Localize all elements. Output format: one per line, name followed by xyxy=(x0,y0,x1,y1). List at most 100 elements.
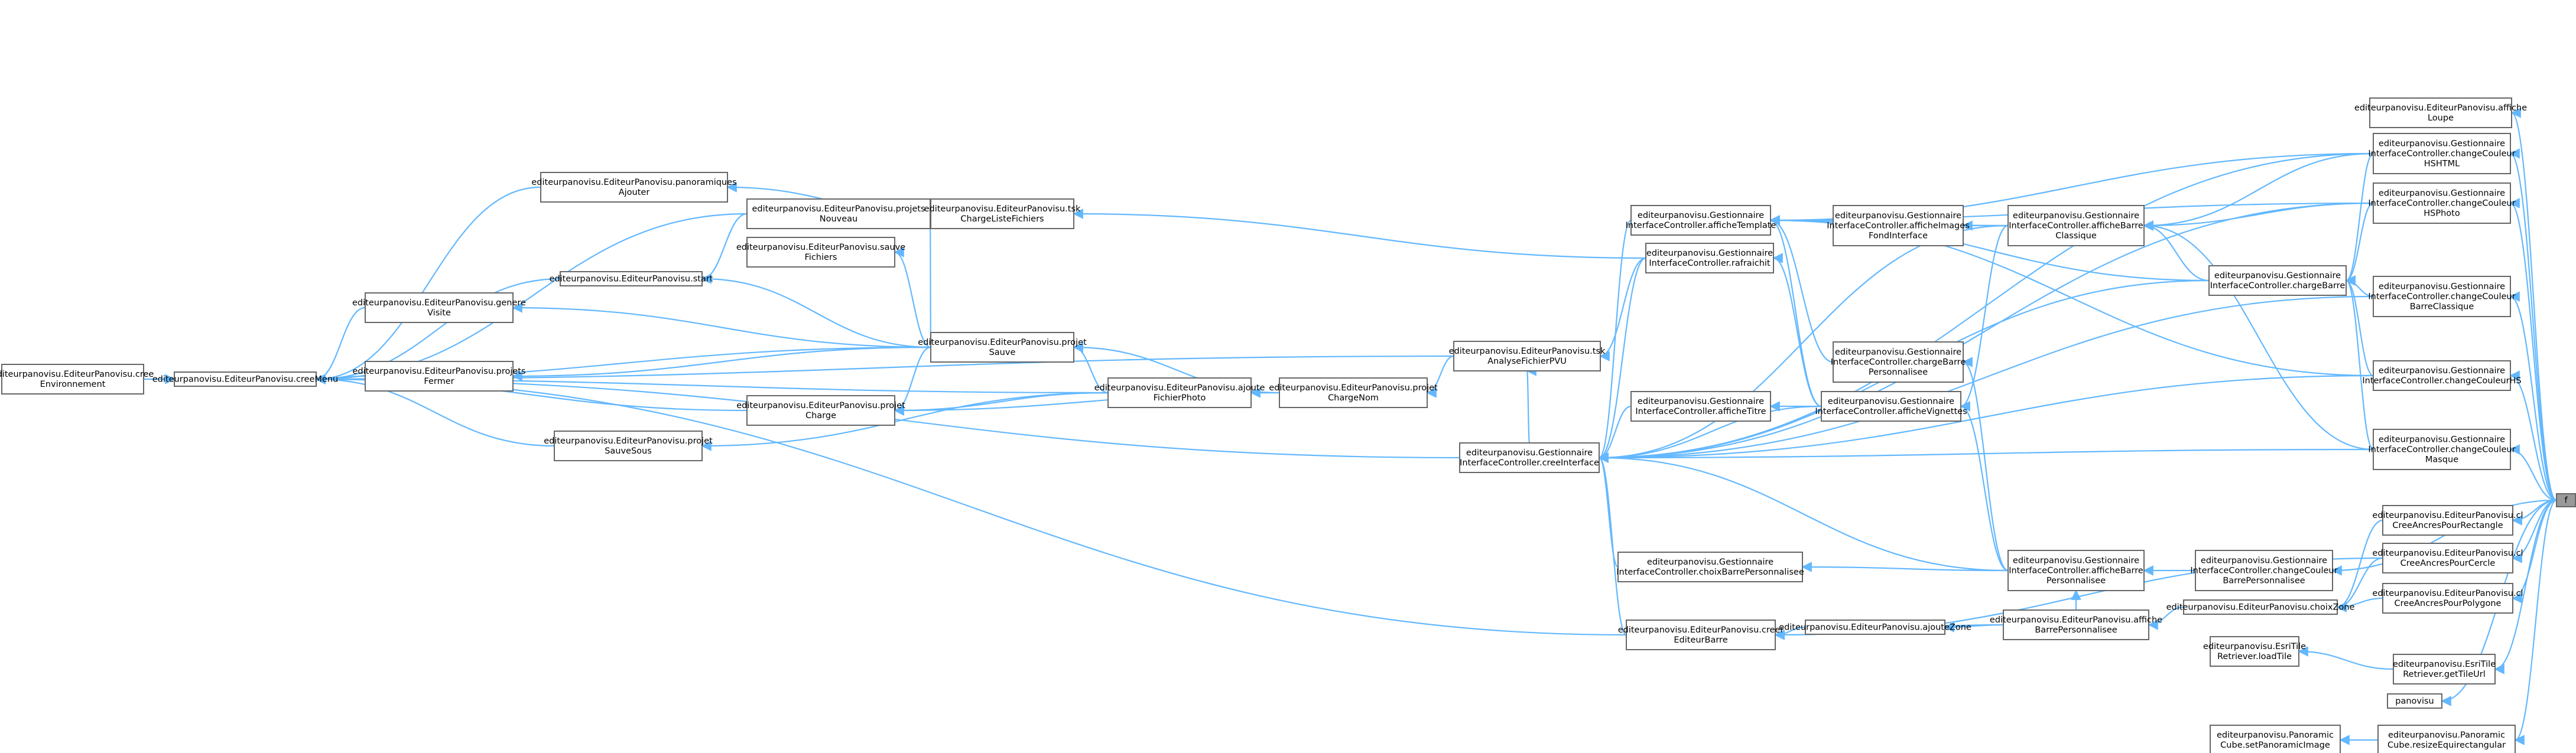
node-label-line: Masque xyxy=(2425,455,2458,465)
node-label-line: FondInterface xyxy=(1869,232,1928,241)
node-label-line: editeurpanovisu.EsriTile xyxy=(2393,660,2496,669)
node-box xyxy=(2373,182,2511,224)
node-box xyxy=(2208,265,2347,296)
graph-node-gic-cc-hsphoto[interactable]: editeurpanovisu.GestionnaireInterfaceCon… xyxy=(2368,182,2516,224)
node-label-line: InterfaceController.choixBarrePersonnali… xyxy=(1616,568,1804,577)
graph-node-tsk-analyse[interactable]: editeurpanovisu.EditeurPanovisu.tskAnaly… xyxy=(1449,341,1606,371)
node-label-line: editeurpanovisu.EditeurPanovisu.genere xyxy=(352,298,526,308)
call-edge-tsk_analyse-cree_menu xyxy=(315,355,1454,384)
graph-node-ajoute-fichier[interactable]: editeurpanovisu.EditeurPanovisu.ajouteFi… xyxy=(1094,377,1265,408)
graph-node-gic-cc-hs[interactable]: editeurpanovisu.GestionnaireInterfaceCon… xyxy=(2362,360,2522,391)
graph-node-panovisu[interactable]: panovisu xyxy=(2387,693,2442,709)
node-box xyxy=(930,198,1074,229)
node-label-line: editeurpanovisu.EditeurPanovisu.projets xyxy=(752,204,925,214)
node-label-line: editeurpanovisu.EditeurPanovisu.affiche xyxy=(2354,103,2527,113)
graph-node-projets-nouveau[interactable]: editeurpanovisu.EditeurPanovisu.projetsN… xyxy=(746,198,931,229)
graph-node-gic-affiche-barre-classique[interactable]: editeurpanovisu.GestionnaireInterfaceCon… xyxy=(2007,205,2145,246)
call-edge-root-gic_cc_hs xyxy=(2509,370,2557,501)
graph-node-cree-menu[interactable]: editeurpanovisu.EditeurPanovisu.creeMenu xyxy=(152,371,338,387)
graph-node-cube-set[interactable]: editeurpanovisu.PanoramicCube.setPanoram… xyxy=(2210,725,2341,753)
node-label-line: BarrePersonnalisee xyxy=(2035,625,2117,635)
graph-node-esri-loadtile[interactable]: editeurpanovisu.EsriTileRetriever.loadTi… xyxy=(2203,636,2306,667)
graph-node-gic-charge-barre[interactable]: editeurpanovisu.GestionnaireInterfaceCon… xyxy=(2208,265,2347,296)
graph-node-gic-affiche-barre-perso[interactable]: editeurpanovisu.GestionnaireInterfaceCon… xyxy=(2007,550,2145,591)
graph-node-creer-editeur[interactable]: editeurpanovisu.EditeurPanovisu.creerEdi… xyxy=(1618,620,1784,650)
graph-node-esri-gettileurl[interactable]: editeurpanovisu.EsriTileRetriever.getTil… xyxy=(2393,654,2496,684)
node-box xyxy=(2373,360,2511,391)
node-box xyxy=(2007,550,2145,591)
graph-node-gic-cc-barre-classique[interactable]: editeurpanovisu.GestionnaireInterfaceCon… xyxy=(2368,276,2516,317)
node-label-line: InterfaceController.changeCouleur xyxy=(2368,149,2515,159)
graph-node-gic-charge-barre-perso[interactable]: editeurpanovisu.GestionnaireInterfaceCon… xyxy=(1831,341,1966,383)
graph-node-projet-charge[interactable]: editeurpanovisu.EditeurPanovisu.projetCh… xyxy=(736,395,905,426)
graph-node-cl-polygone[interactable]: editeurpanovisu.EditeurPanovisu.clCreeAn… xyxy=(2372,583,2523,614)
graph-node-gic-cc-hshtml[interactable]: editeurpanovisu.GestionnaireInterfaceCon… xyxy=(2368,133,2516,174)
node-label-line: editeurpanovisu.EsriTile xyxy=(2203,642,2306,651)
node-label-line: panovisu xyxy=(2395,697,2434,706)
graph-node-projet-sauve[interactable]: editeurpanovisu.EditeurPanovisu.projetSa… xyxy=(918,332,1087,363)
graph-node-sauve-fichiers[interactable]: editeurpanovisu.EditeurPanovisu.sauveFic… xyxy=(736,237,905,268)
node-label-line: editeurpanovisu.Gestionnaire xyxy=(1638,211,1764,220)
graph-node-gic-choix-barre[interactable]: editeurpanovisu.GestionnaireInterfaceCon… xyxy=(1616,552,1804,582)
call-edge-esri_gettileurl-esri_loadtile xyxy=(2298,646,2394,670)
graph-node-affiche-barre-perso[interactable]: editeurpanovisu.EditeurPanovisu.afficheB… xyxy=(1990,609,2162,640)
graph-node-choix-zone[interactable]: editeurpanovisu.EditeurPanovisu.choixZon… xyxy=(2166,599,2355,615)
graph-node-gic-rafraichit[interactable]: editeurpanovisu.GestionnaireInterfaceCon… xyxy=(1645,243,1774,273)
node-label-line: ChargeListeFichiers xyxy=(960,214,1044,224)
graph-node-projet-chargenom[interactable]: editeurpanovisu.EditeurPanovisu.projetCh… xyxy=(1269,377,1438,408)
call-edge-gic_cc_hshtml-gic_affiche_barre_classique xyxy=(2143,152,2374,231)
node-box xyxy=(2382,543,2513,573)
node-label-line: Nouveau xyxy=(820,214,858,224)
graph-node-gic-change-couleur-barre-perso[interactable]: editeurpanovisu.GestionnaireInterfaceCon… xyxy=(2190,550,2338,591)
graph-node-pano-ajouter[interactable]: editeurpanovisu.EditeurPanovisu.panorami… xyxy=(531,172,737,203)
graph-node-gic-affiche-vignettes[interactable]: editeurpanovisu.GestionnaireInterfaceCon… xyxy=(1815,391,1967,422)
call-edge-pano_ajouter-cree_menu xyxy=(315,186,541,384)
graph-node-gic-cree-interface[interactable]: editeurpanovisu.GestionnaireInterfaceCon… xyxy=(1459,442,1600,473)
node-label-line: editeurpanovisu.EditeurPanovisu.projet xyxy=(1269,383,1438,393)
node-label-line: editeurpanovisu.Panoramic xyxy=(2388,731,2505,740)
graph-node-gic-affiche-titre[interactable]: editeurpanovisu.GestionnaireInterfaceCon… xyxy=(1630,391,1771,422)
nodes-layer: f editeurpanovisu.EditeurPanovisu.creeEnv… xyxy=(0,97,2576,753)
graph-node-affiche-loupe[interactable]: editeurpanovisu.EditeurPanovisu.afficheL… xyxy=(2354,97,2527,128)
node-label-line: CreeAncresPourPolygone xyxy=(2395,599,2502,608)
graph-node-gic-cc-masque[interactable]: editeurpanovisu.GestionnaireInterfaceCon… xyxy=(2368,429,2516,470)
node-box xyxy=(2377,725,2516,753)
graph-node-genere-visite[interactable]: editeurpanovisu.EditeurPanovisu.genereVi… xyxy=(352,292,526,323)
edges-layer xyxy=(144,107,2557,745)
graph-node-cl-rectangle[interactable]: editeurpanovisu.EditeurPanovisu.clCreeAn… xyxy=(2372,505,2523,536)
graph-node-tsk-charge-liste[interactable]: editeurpanovisu.EditeurPanovisu.tskCharg… xyxy=(924,198,1081,229)
graph-node-cube-resize[interactable]: editeurpanovisu.PanoramicCube.resizeEqui… xyxy=(2377,725,2516,753)
node-box xyxy=(2387,693,2442,709)
node-label-line: Retriever.loadTile xyxy=(2217,652,2292,661)
graph-node-projets-fermer[interactable]: editeurpanovisu.EditeurPanovisu.projetsF… xyxy=(352,361,526,392)
graph-node-ajoute-zone[interactable]: editeurpanovisu.EditeurPanovisu.ajouteZo… xyxy=(1779,620,1971,635)
graph-node-cl-cercle[interactable]: editeurpanovisu.EditeurPanovisu.clCreeAn… xyxy=(2372,543,2523,573)
graph-node-projet-sauvesous[interactable]: editeurpanovisu.EditeurPanovisu.projetSa… xyxy=(544,431,713,461)
graph-node-root[interactable]: f xyxy=(2556,493,2576,507)
node-box xyxy=(2210,636,2299,667)
node-box xyxy=(1626,620,1776,650)
graph-node-start[interactable]: editeurpanovisu.EditeurPanovisu.start xyxy=(550,271,713,286)
node-box xyxy=(1630,391,1771,422)
node-label-line: f xyxy=(2564,496,2568,506)
node-label-line: Fichiers xyxy=(805,253,837,262)
node-box xyxy=(1453,341,1601,371)
node-box xyxy=(1645,243,1774,273)
node-label-line: CreeAncresPourRectangle xyxy=(2392,521,2503,530)
node-label-line: BarreClassique xyxy=(2410,302,2474,312)
node-label-line: InterfaceController.afficheVignettes xyxy=(1815,407,1967,416)
node-label-line: editeurpanovisu.Gestionnaire xyxy=(2013,211,2139,221)
call-edge-projet_sauve-projets_fermer xyxy=(512,346,931,382)
node-label-line: editeurpanovisu.EditeurPanovisu.creer xyxy=(1618,625,1784,635)
graph-node-cree-env[interactable]: editeurpanovisu.EditeurPanovisu.creeEnvi… xyxy=(0,364,154,395)
node-label-line: InterfaceController.changeCouleurHS xyxy=(2362,376,2521,386)
node-label-line: editeurpanovisu.EditeurPanovisu.ajouteZo… xyxy=(1779,623,1971,633)
node-box xyxy=(746,237,895,268)
node-label-line: HSHTML xyxy=(2424,159,2460,169)
graph-node-gic-affiche-template[interactable]: editeurpanovisu.GestionnaireInterfaceCon… xyxy=(1626,205,1776,236)
node-box xyxy=(554,431,703,461)
call-edge-projet_sauve-genere_visite xyxy=(512,302,931,348)
node-label-line: editeurpanovisu.Gestionnaire xyxy=(2379,435,2505,445)
node-label-line: editeurpanovisu.Gestionnaire xyxy=(1638,397,1764,406)
graph-node-gic-affiche-images[interactable]: editeurpanovisu.GestionnaireInterfaceCon… xyxy=(1827,205,1970,246)
